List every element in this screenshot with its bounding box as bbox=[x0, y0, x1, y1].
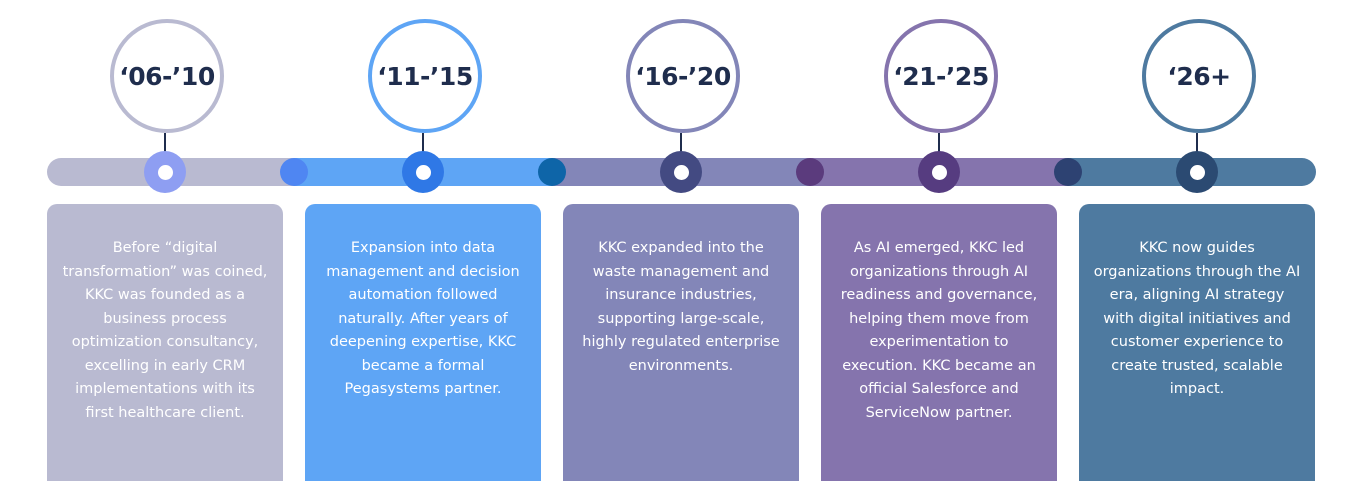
period-label: ‘11-’15 bbox=[377, 61, 473, 91]
timeline-node-5 bbox=[1176, 151, 1218, 193]
period-description: KKC expanded into the waste management a… bbox=[582, 240, 780, 374]
period-card-3: KKC expanded into the waste management a… bbox=[563, 204, 799, 481]
connector-line-4 bbox=[938, 133, 940, 159]
node-dot bbox=[1189, 164, 1205, 180]
timeline-joint-4 bbox=[1054, 158, 1082, 186]
period-circle-2: ‘11-’15 bbox=[368, 19, 482, 133]
period-circle-1: ‘06-’10 bbox=[110, 19, 224, 133]
timeline-joint-1 bbox=[280, 158, 308, 186]
period-description: Before “digital transformation” was coin… bbox=[62, 240, 268, 421]
period-label: ‘26+ bbox=[1167, 61, 1231, 91]
period-description: KKC now guides organizations through the… bbox=[1093, 240, 1301, 397]
period-circle-3: ‘16-’20 bbox=[626, 19, 740, 133]
period-label: ‘06-’10 bbox=[119, 61, 215, 91]
period-card-4: As AI emerged, KKC led organizations thr… bbox=[821, 204, 1057, 481]
timeline-node-1 bbox=[144, 151, 186, 193]
period-label: ‘21-’25 bbox=[893, 61, 989, 91]
connector-line-5 bbox=[1196, 133, 1198, 159]
period-circle-4: ‘21-’25 bbox=[884, 19, 998, 133]
node-dot bbox=[415, 164, 431, 180]
timeline-joint-3 bbox=[796, 158, 824, 186]
period-description: Expansion into data management and decis… bbox=[326, 240, 520, 397]
timeline-node-3 bbox=[660, 151, 702, 193]
period-description: As AI emerged, KKC led organizations thr… bbox=[840, 240, 1038, 421]
timeline-node-4 bbox=[918, 151, 960, 193]
timeline-node-2 bbox=[402, 151, 444, 193]
period-circle-5: ‘26+ bbox=[1142, 19, 1256, 133]
period-card-5: KKC now guides organizations through the… bbox=[1079, 204, 1315, 481]
node-dot bbox=[157, 164, 173, 180]
period-card-1: Before “digital transformation” was coin… bbox=[47, 204, 283, 481]
connector-line-2 bbox=[422, 133, 424, 159]
connector-line-1 bbox=[164, 133, 166, 159]
node-dot bbox=[673, 164, 689, 180]
period-label: ‘16-’20 bbox=[635, 61, 731, 91]
connector-line-3 bbox=[680, 133, 682, 159]
node-dot bbox=[931, 164, 947, 180]
timeline-joint-2 bbox=[538, 158, 566, 186]
period-card-2: Expansion into data management and decis… bbox=[305, 204, 541, 481]
